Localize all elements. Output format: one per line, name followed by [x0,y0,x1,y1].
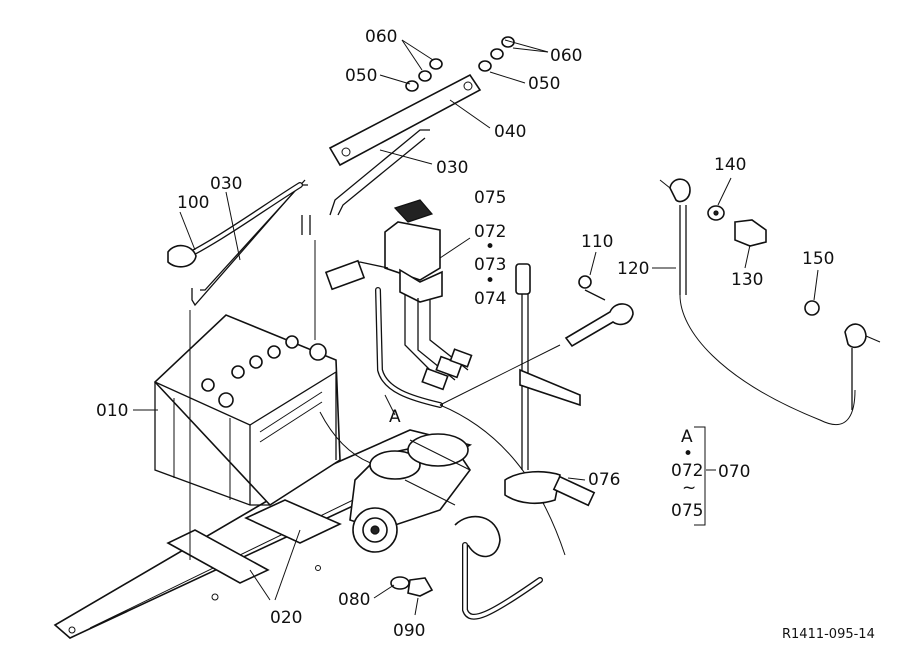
label-110: 110 [581,232,613,252]
label-130: 130 [731,270,763,290]
group-label-075: 075 [671,501,703,521]
label-010: 010 [96,401,128,421]
label-100: 100 [177,193,209,213]
cable-076 [504,263,596,507]
ground-cable-120 [659,178,881,426]
label-075: 075 [474,188,506,208]
label-a-callout: A [389,407,401,427]
starter-motor [349,433,471,553]
holder-bar [328,73,482,167]
label-020: 020 [270,608,302,628]
label-090: 090 [393,621,425,641]
label-073: 073 [474,255,506,275]
leader-lines [133,39,819,616]
ground-cable [454,515,543,620]
label-080: 080 [338,590,370,610]
label-030a: 030 [436,158,468,178]
label-074: 074 [474,289,506,309]
group-label-072: 072 [671,461,703,481]
label-072: 072 [474,222,506,242]
group-dot: • [683,444,693,464]
drawing-reference: R1411-095-14 [782,627,875,642]
label-050b: 050 [528,74,560,94]
label-120: 120 [617,259,649,279]
label-060a: 060 [365,27,397,47]
label-076: 076 [588,470,620,490]
positive-cable [167,182,303,268]
cable-a [319,287,566,556]
dot-separator-2: • [485,271,495,291]
label-040: 040 [494,122,526,142]
group-label-070: 070 [718,462,750,482]
harness-connector [324,199,473,391]
label-150: 150 [802,249,834,269]
terminal-110 [439,275,634,406]
part-labels: 060 050 060 050 040 030 030 100 075 072 … [96,27,834,641]
dot-separator-1: • [485,237,495,257]
group-label-tilde: ~ [682,478,696,498]
hardware-130-140-150 [707,205,820,316]
washer-and-nut-080-090 [390,576,434,597]
label-140: 140 [714,155,746,175]
label-050a: 050 [345,66,377,86]
group-label-a: A [681,427,693,447]
group-bracket [694,426,706,526]
label-060b: 060 [550,46,582,66]
battery-holder-rods [189,129,430,560]
battery [153,314,341,507]
label-030b: 030 [210,174,242,194]
